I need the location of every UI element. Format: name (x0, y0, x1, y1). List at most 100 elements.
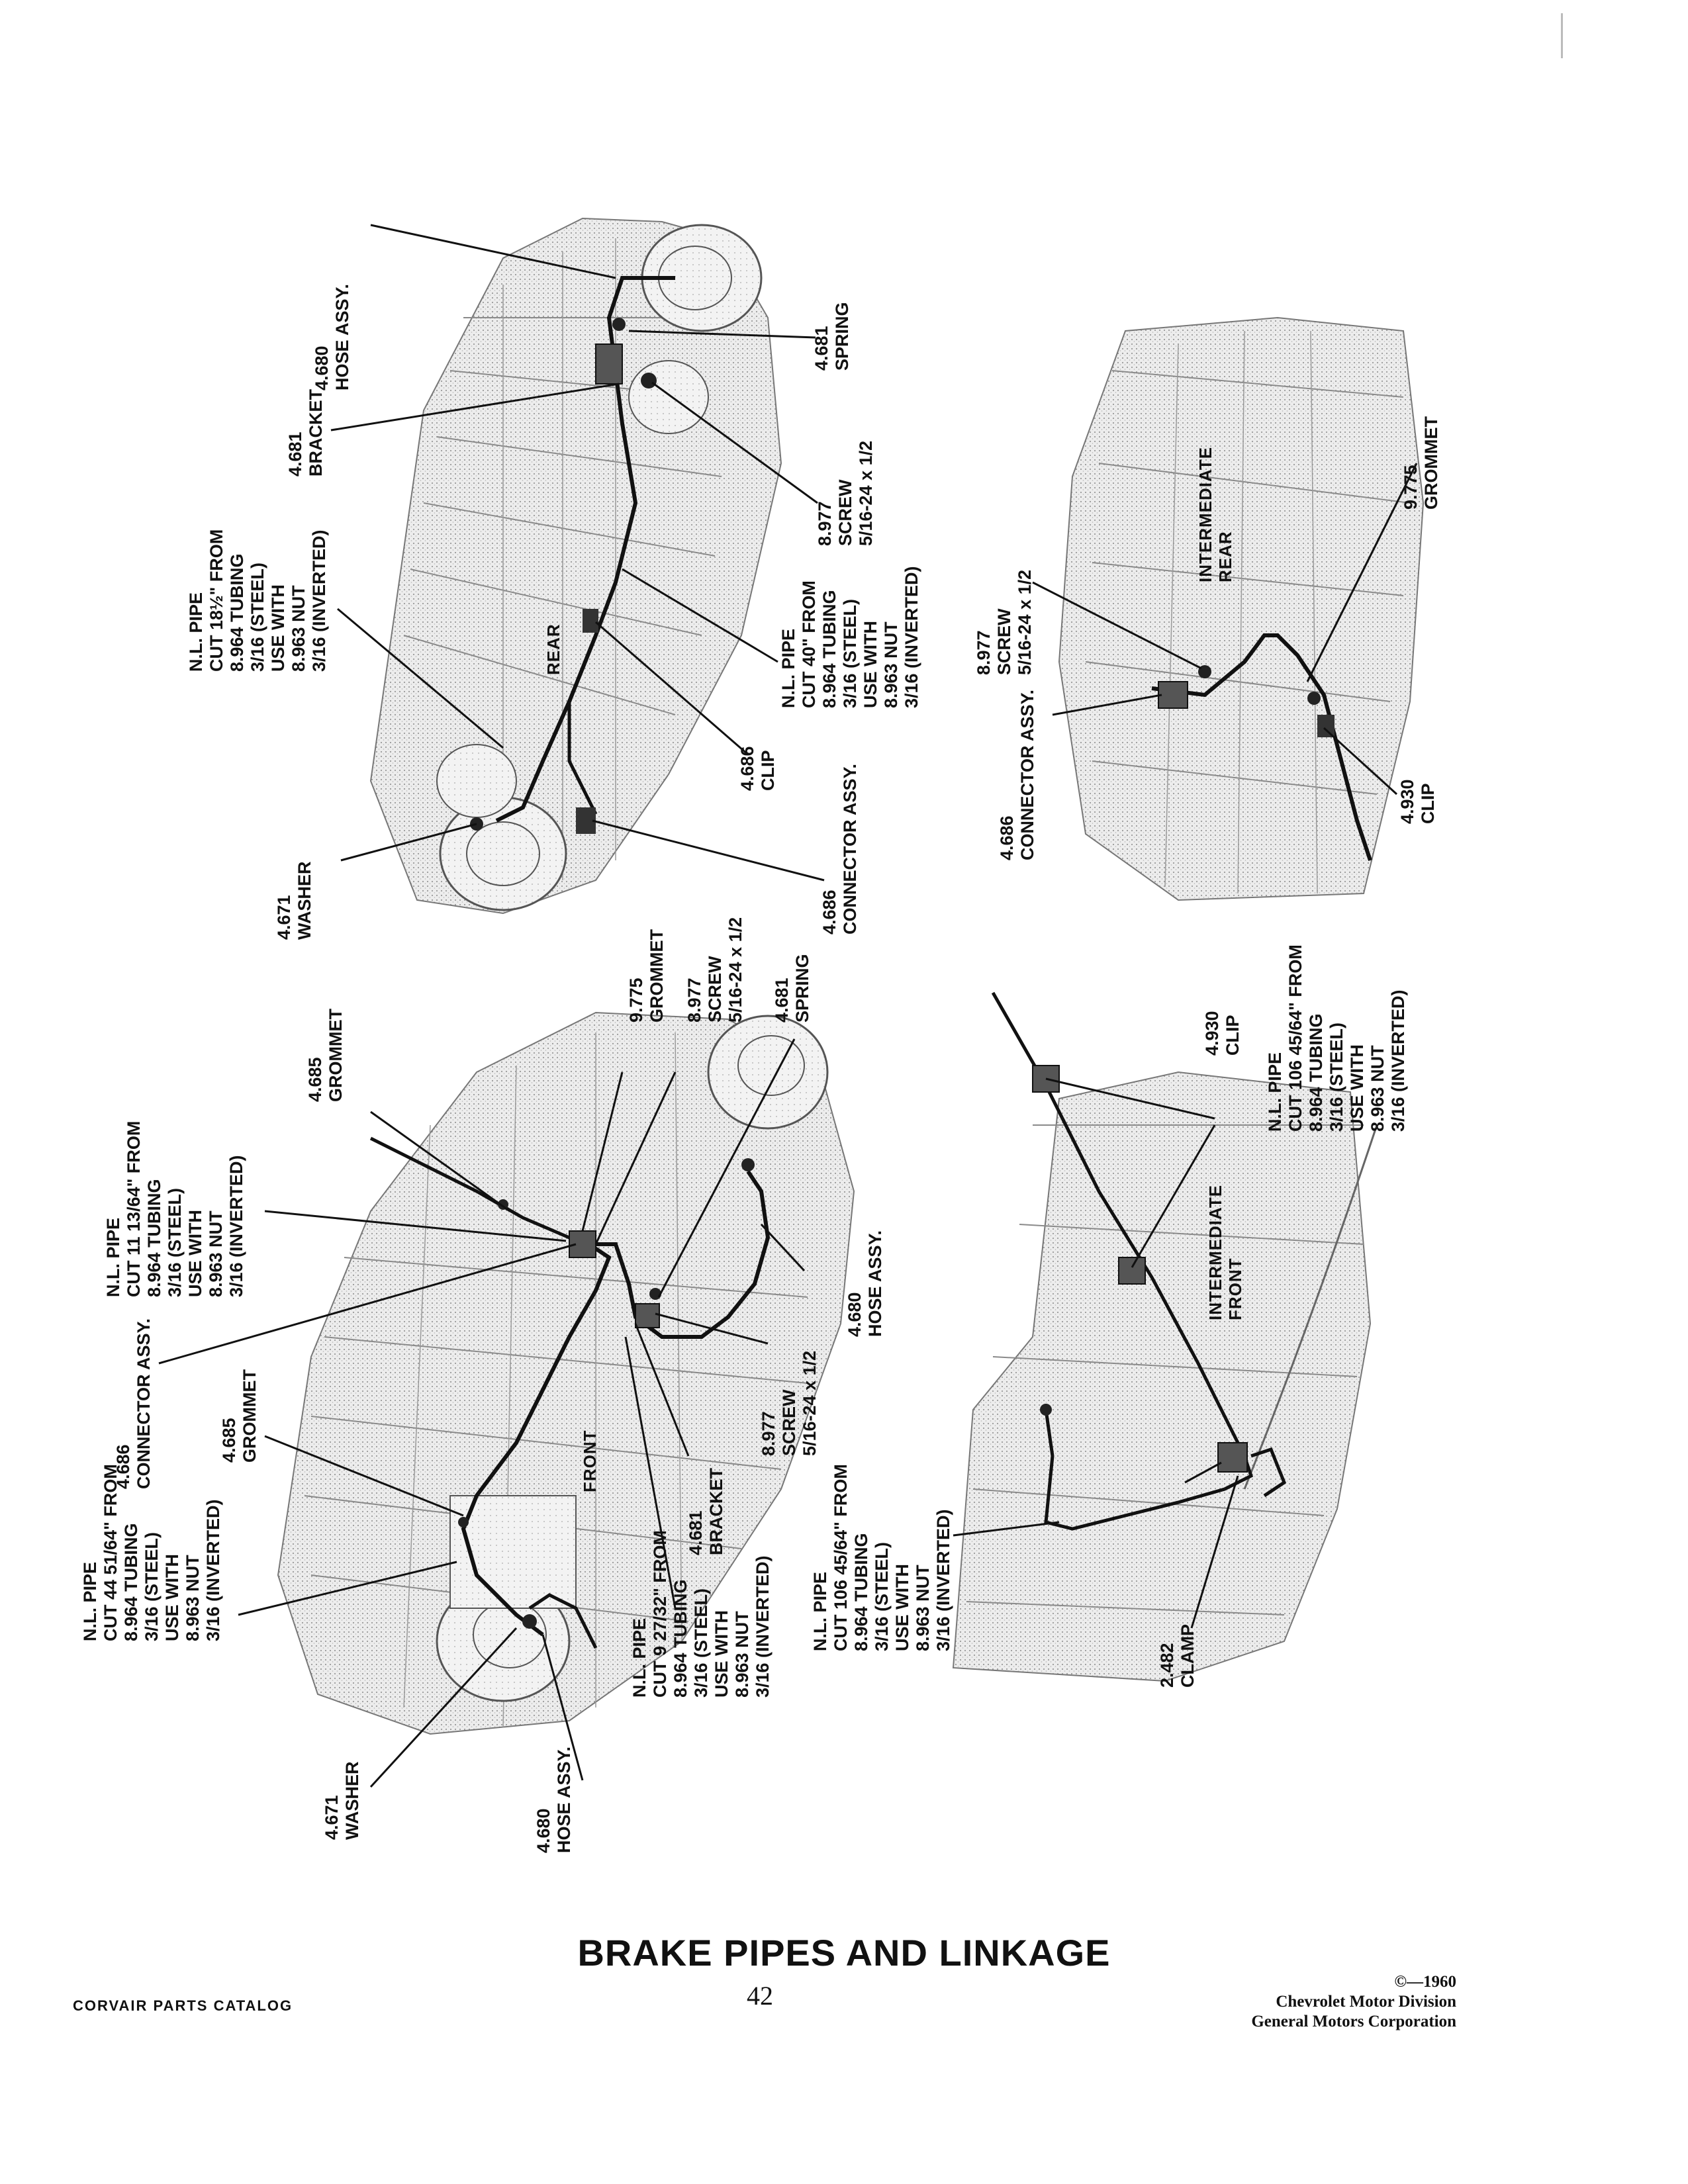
callout-line: N.L. PIPE (810, 1572, 830, 1651)
callout-line: 2.482 (1157, 1643, 1177, 1688)
callout-line: 3/16 (INVERTED) (1388, 989, 1408, 1132)
callout-line: 8.977 (815, 501, 835, 546)
callout-ir-grommet: 9.775GROMMET (1401, 416, 1441, 510)
callout-front-connector: 4.686CONNECTOR ASSY. (113, 1318, 154, 1489)
callout-line: 8.964 TUBING (227, 553, 247, 672)
callout-line: 4.681 (285, 432, 305, 477)
callout-front-grommet-9775: 9.775GROMMET (626, 929, 667, 1023)
callout-line: 4.680 (534, 1808, 553, 1853)
callout-line: N.L. PIPE (186, 592, 206, 672)
callout-line: SPRING (792, 954, 812, 1023)
callout-line: 8.963 NUT (183, 1555, 203, 1641)
callout-line: SCREW (994, 608, 1014, 675)
callout-line: N.L. PIPE (103, 1218, 123, 1297)
callout-line: CLIP (1223, 1015, 1243, 1056)
callout-rear-clip: 4.686CLIP (737, 746, 778, 791)
callout-line: 5/16-24 x 1/2 (1015, 570, 1035, 675)
callout-line: 8.964 TUBING (820, 590, 839, 708)
callout-line: CUT 11 13/64" FROM (124, 1121, 144, 1297)
callout-line: 8.963 NUT (1368, 1045, 1387, 1132)
callout-line: 8.963 NUT (206, 1210, 226, 1297)
callout-line: 3/16 (STEEL) (1327, 1023, 1346, 1132)
callout-line: 4.930 (1202, 1011, 1222, 1056)
copyright-block: ©—1960 Chevrolet Motor Division General … (1251, 1972, 1456, 2032)
callout-line: 9.775 (626, 978, 646, 1023)
callout-line: 4.680 (845, 1292, 865, 1337)
callout-rear-bracket: 4.681BRACKET (285, 388, 326, 477)
callout-line: 5/16-24 x 1/2 (800, 1351, 820, 1456)
callout-line: CUT 40" FROM (799, 580, 819, 708)
callout-rear-screw: 8.977SCREW5/16-24 x 1/2 (815, 441, 876, 546)
catalog-name: CORVAIR PARTS CATALOG (73, 1997, 293, 2014)
callout-line: 8.964 TUBING (121, 1523, 141, 1641)
callout-line: CONNECTOR ASSY. (1017, 690, 1037, 860)
callout-line: 8.963 NUT (881, 621, 901, 708)
callout-line: 3/16 (STEEL) (248, 563, 267, 672)
callout-line: INTERMEDIATE (1205, 1185, 1225, 1320)
tag-intermediate-front: INTERMEDIATEFRONT (1205, 1185, 1245, 1320)
callout-line: 9.775 (1401, 465, 1421, 510)
callout-line: 3/16 (INVERTED) (933, 1509, 953, 1651)
callout-line: 8.963 NUT (913, 1565, 933, 1651)
callout-line: USE WITH (268, 584, 288, 672)
callout-line: GROMMET (1421, 416, 1441, 510)
callout-line: 4.671 (274, 895, 294, 940)
callout-labels: 4.680HOSE ASSY. 4.681SPRING 4.681BRACKET… (80, 284, 1441, 1853)
callout-line: CUT 18½" FROM (207, 529, 226, 672)
callout-line: USE WITH (1347, 1044, 1367, 1132)
page-title: BRAKE PIPES AND LINKAGE (577, 1932, 1111, 1974)
callout-line: CONNECTOR ASSY. (134, 1318, 154, 1489)
callout-front-pipe-44: N.L. PIPECUT 44 51/64" FROM8.964 TUBING3… (80, 1464, 223, 1641)
callout-line: REAR (543, 623, 563, 675)
callout-ir-pipe-106: N.L. PIPECUT 106 45/64" FROM8.964 TUBING… (1265, 944, 1408, 1132)
tag-rear: REAR (543, 623, 563, 675)
callout-line: 8.964 TUBING (671, 1579, 690, 1698)
callout-line: FRONT (1225, 1257, 1245, 1320)
copyright-corporation: General Motors Corporation (1251, 2013, 1456, 2030)
callout-line: 8.977 (759, 1411, 778, 1456)
callout-line: SCREW (835, 479, 855, 546)
callout-line: CONNECTOR ASSY. (840, 764, 860, 934)
callout-line: CUT 44 51/64" FROM (101, 1464, 120, 1641)
page-edge-mark (1561, 13, 1563, 58)
callout-if-clamp: 2.482CLAMP (1157, 1624, 1197, 1688)
callout-front-bracket: 4.681BRACKET (686, 1467, 726, 1555)
callout-line: 3/16 (INVERTED) (203, 1499, 223, 1641)
callout-line: GROMMET (326, 1009, 346, 1102)
callout-line: SCREW (779, 1389, 799, 1456)
callout-line: 8.977 (684, 978, 704, 1023)
callout-line: CUT 9 27/32" FROM (650, 1530, 670, 1698)
callout-line: 3/16 (STEEL) (691, 1588, 711, 1698)
callout-line: 4.686 (113, 1444, 133, 1489)
callout-front-pipe-9: N.L. PIPECUT 9 27/32" FROM8.964 TUBING3/… (630, 1530, 773, 1698)
callout-line: GROMMET (647, 929, 667, 1023)
callout-line: USE WITH (185, 1210, 205, 1297)
callout-rear-pipe-18: N.L. PIPECUT 18½" FROM8.964 TUBING3/16 (… (186, 529, 329, 672)
callout-line: 3/16 (STEEL) (142, 1532, 162, 1641)
callout-line: USE WITH (892, 1564, 912, 1651)
callout-rear-pipe-40: N.L. PIPECUT 40" FROM8.964 TUBING3/16 (S… (778, 566, 921, 708)
callout-rear-connector: 4.686CONNECTOR ASSY. (820, 764, 860, 934)
callout-line: N.L. PIPE (630, 1618, 649, 1698)
callout-line: 3/16 (STEEL) (165, 1188, 185, 1297)
callout-line: SPRING (832, 302, 852, 371)
callout-line: HOSE ASSY. (332, 284, 352, 390)
page-number: 42 (747, 1981, 773, 2011)
callout-line: 4.685 (219, 1418, 239, 1463)
callout-line: 4.681 (812, 326, 831, 371)
callout-line: 3/16 (INVERTED) (309, 529, 329, 672)
callout-line: 5/16-24 x 1/2 (856, 441, 876, 546)
callout-line: N.L. PIPE (1265, 1052, 1285, 1132)
callout-rear-washer: 4.671WASHER (274, 861, 314, 940)
callout-line: 3/16 (INVERTED) (753, 1555, 773, 1698)
copyright-division: Chevrolet Motor Division (1276, 1993, 1456, 2011)
callout-front-hose-assy-bottom: 4.680HOSE ASSY. (534, 1747, 574, 1853)
callout-line: 4.686 (820, 889, 839, 934)
copyright-year: ©—1960 (1394, 1973, 1456, 1991)
callout-line: CLIP (758, 750, 778, 791)
callout-line: 8.964 TUBING (1306, 1013, 1326, 1132)
callout-line: GROMMET (240, 1369, 259, 1463)
callout-front-screw-top: 8.977SCREW5/16-24 x 1/2 (684, 917, 745, 1023)
callout-front-spring: 4.681SPRING (772, 954, 812, 1023)
